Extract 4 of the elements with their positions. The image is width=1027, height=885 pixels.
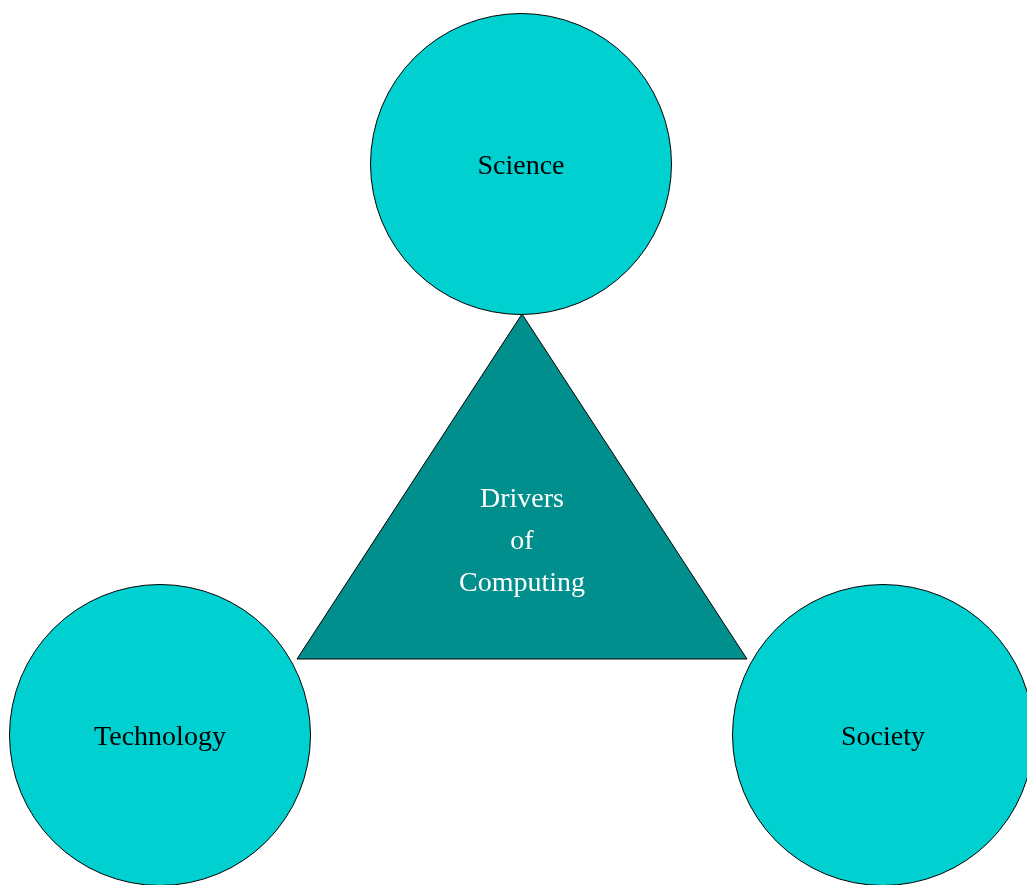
node-label: Science: [477, 147, 565, 182]
node-label: Drivers of Computing: [459, 481, 585, 599]
node-label: Society: [841, 718, 925, 753]
node-label: Technology: [94, 718, 226, 753]
